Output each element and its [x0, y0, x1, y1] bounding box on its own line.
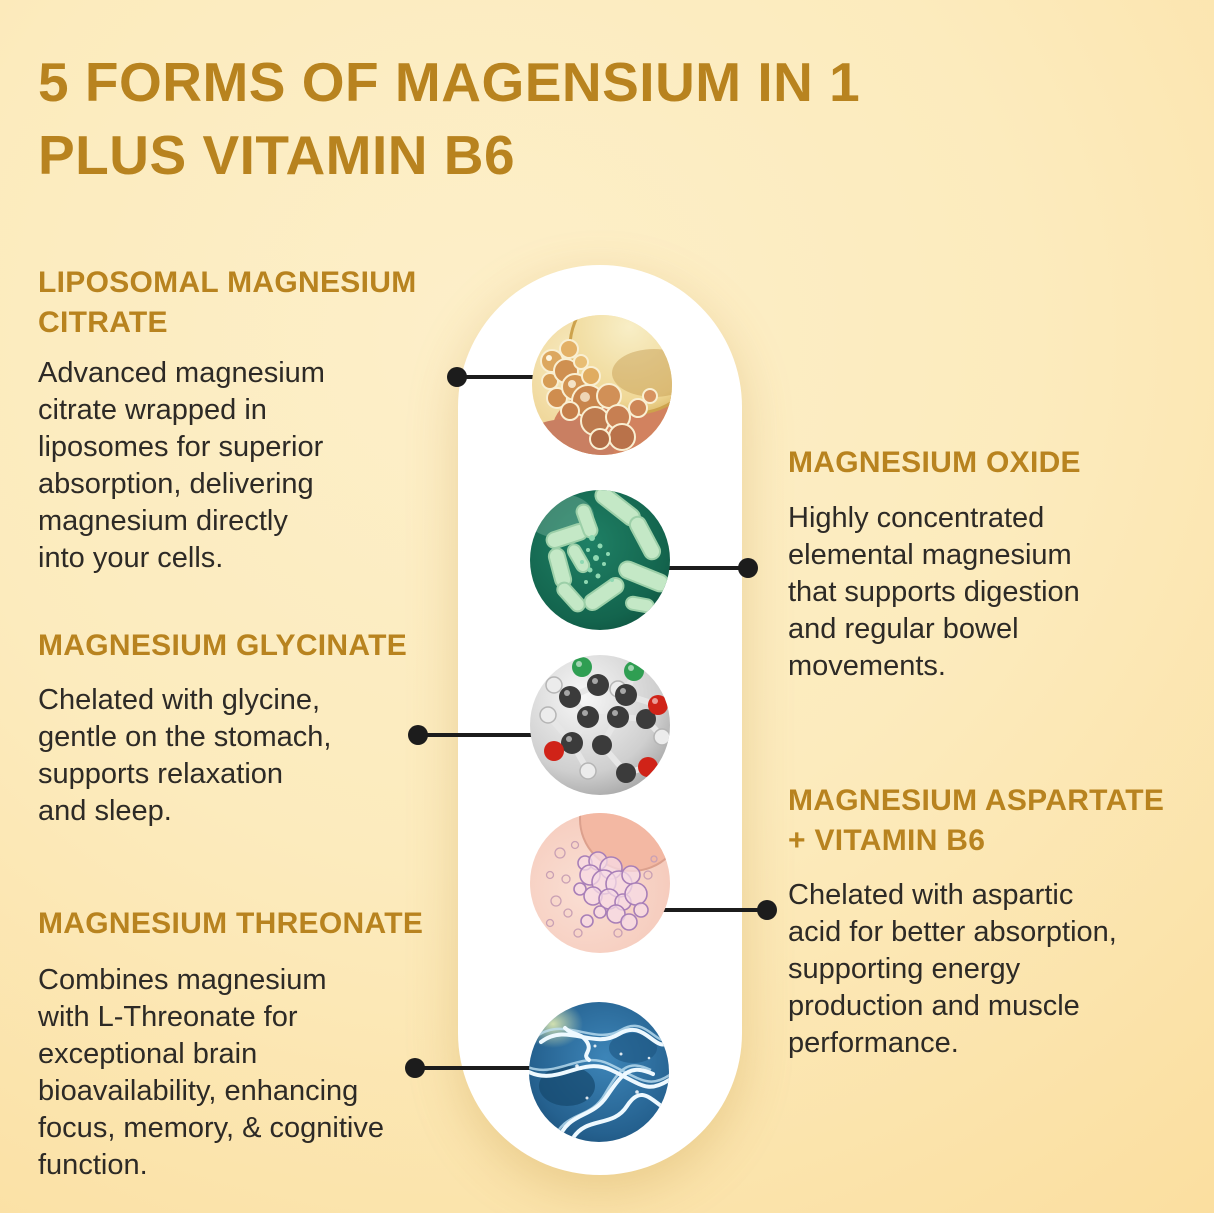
section-heading-glycinate: MAGNESIUM GLYCINATE — [38, 629, 408, 662]
connector-dot-oxide — [738, 558, 758, 578]
connector-line-glycinate — [418, 733, 540, 737]
section-body-aspartate-b6: Chelated with aspartic acid for better a… — [788, 879, 1117, 1059]
neuron-fibers-photo — [529, 1002, 669, 1142]
molecule-photo — [530, 655, 670, 795]
oil-bubbles-photo — [532, 315, 672, 455]
connector-dot-aspartate — [757, 900, 777, 920]
section-heading-aspartate-b6: MAGNESIUM ASPARTATE + VITAMIN B6 — [788, 784, 1165, 857]
connector-dot-glycinate — [408, 725, 428, 745]
section-heading-threonate: MAGNESIUM THREONATE — [38, 907, 424, 940]
bacteria-photo — [530, 490, 670, 630]
page-title: 5 FORMS OF MAGENSIUM IN 1 PLUS VITAMIN B… — [38, 46, 860, 192]
connector-line-oxide — [663, 566, 748, 570]
section-heading-liposomal-citrate: LIPOSOMAL MAGNESIUM CITRATE — [38, 266, 417, 339]
section-body-threonate: Combines magnesium with L-Threonate for … — [38, 964, 384, 1181]
title-line-2: PLUS VITAMIN B6 — [38, 124, 516, 186]
pink-emulsion-photo — [530, 813, 670, 953]
section-heading-oxide: MAGNESIUM OXIDE — [788, 446, 1081, 479]
connector-line-aspartate — [658, 908, 767, 912]
connector-dot-citrate — [447, 367, 467, 387]
section-body-liposomal-citrate: Advanced magnesium citrate wrapped in li… — [38, 357, 325, 574]
section-body-oxide: Highly concentrated elemental magnesium … — [788, 502, 1080, 682]
connector-dot-threonate — [405, 1058, 425, 1078]
section-body-glycinate: Chelated with glycine, gentle on the sto… — [38, 684, 332, 827]
connector-line-citrate — [457, 375, 540, 379]
title-line-1: 5 FORMS OF MAGENSIUM IN 1 — [38, 51, 861, 113]
connector-line-threonate — [415, 1066, 540, 1070]
